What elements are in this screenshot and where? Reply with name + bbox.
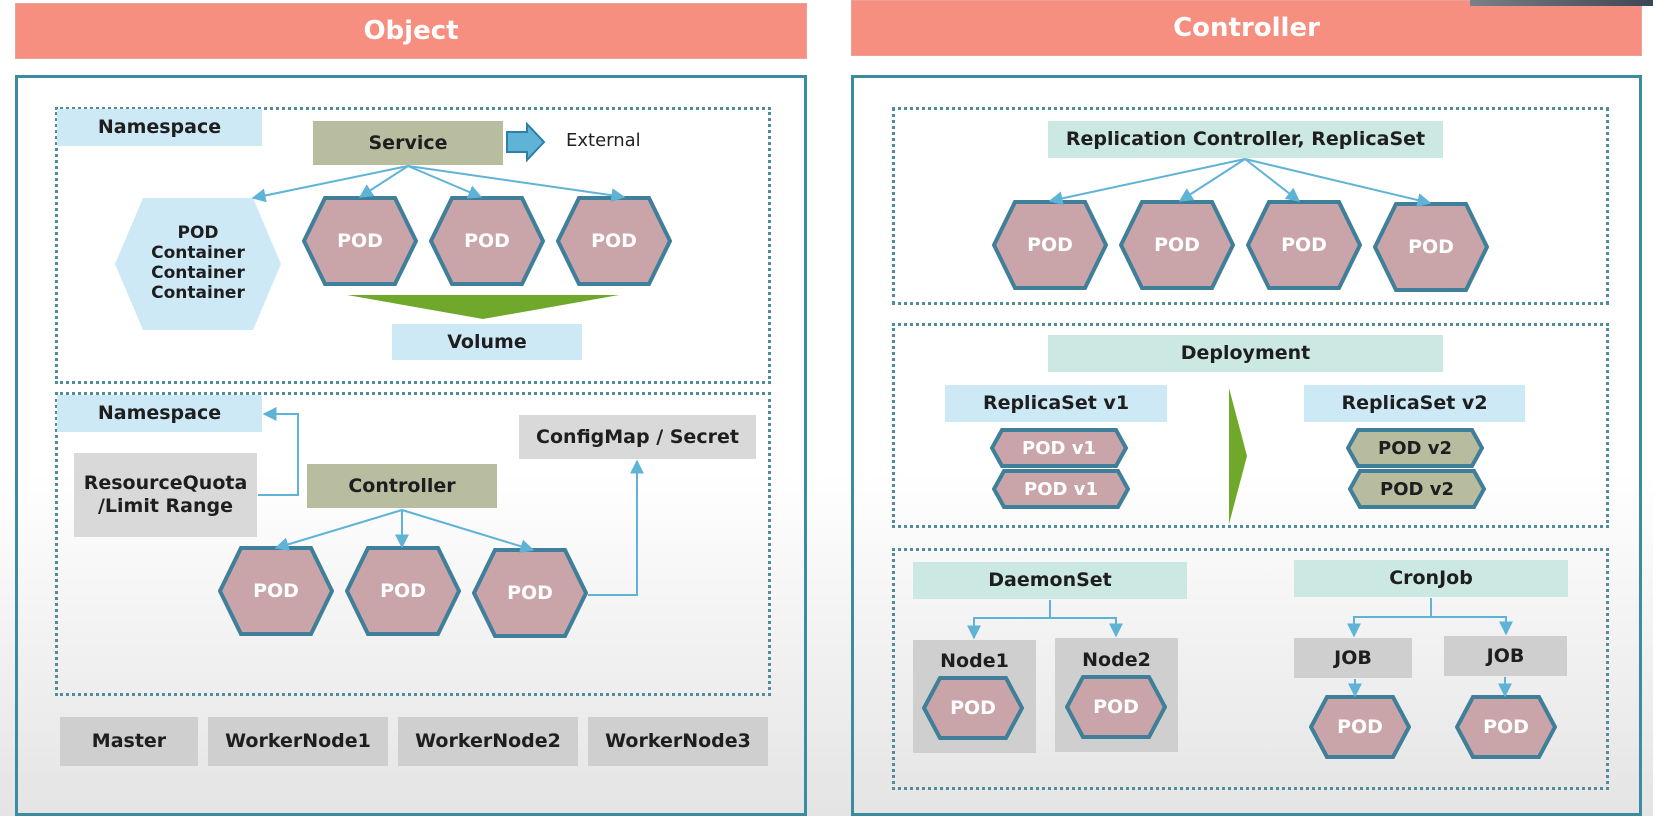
daemonset-label: DaemonSet [913,562,1187,599]
resource-quota-line: /Limit Range [97,495,234,517]
pod-hexagon: POD [555,196,673,286]
replicaset-v1-label: ReplicaSet v1 [945,385,1167,422]
pod-hexagon: POD [1245,200,1363,290]
pod-detail-line: Container [151,263,245,283]
pod-detail-line: Container [151,243,245,263]
node-box-worker2: WorkerNode2 [398,717,578,766]
node2-label: Node2 [1082,648,1151,671]
node-box-worker3: WorkerNode3 [588,717,768,766]
pod-hexagon: POD [1372,202,1490,292]
controller-panel [851,75,1642,816]
pod-v1-hexagon: POD v1 [989,428,1129,468]
object-header: Object [15,3,807,59]
object-panel [15,75,807,816]
namespace-box-1 [55,107,771,384]
replication-controller-label: Replication Controller, ReplicaSet [1048,121,1443,158]
pod-hexagon: POD [428,196,546,286]
pod-detail-text: POD Container Container Container [115,223,281,303]
external-arrow-icon [506,122,546,162]
external-label: External [566,130,641,151]
namespace-box-2 [55,392,771,696]
node1-label: Node1 [940,649,1009,672]
deployment-label: Deployment [1048,335,1443,372]
resource-quota-line: ResourceQuota [83,472,248,494]
pod-hexagon: POD [344,546,462,636]
job2-box: JOB [1444,636,1567,676]
namespace-label: Namespace [57,395,262,432]
pod-hexagon: POD [991,200,1109,290]
deployment-transition-arrow-icon [1229,388,1247,524]
cronjob-label: CronJob [1294,560,1568,597]
object-title: Object [363,16,459,46]
resource-quota-box: ResourceQuota /Limit Range [74,453,257,537]
job1-box: JOB [1294,638,1412,678]
pod-detail-hexagon [115,198,281,330]
daemonset-cronjob-box [892,548,1609,790]
pod-v2-hexagon: POD v2 [1347,469,1487,509]
node-box-master: Master [60,717,198,766]
pod-hexagon: POD [1118,200,1236,290]
controller-box: Controller [307,464,497,508]
replication-box [892,107,1609,305]
pod-hexagon: POD [1454,695,1558,759]
pod-hexagon: POD [921,676,1025,740]
node-box-worker1: WorkerNode1 [208,717,388,766]
controller-title: Controller [1173,13,1320,43]
video-thumbnail [1470,0,1653,6]
namespace-label: Namespace [57,109,262,146]
configmap-secret-box: ConfigMap / Secret [519,415,756,459]
volume-triangle-icon [347,295,619,319]
pod-detail-line: POD [177,223,219,243]
pod-hexagon: POD [217,546,335,636]
replicaset-v2-label: ReplicaSet v2 [1304,385,1525,422]
pod-detail-line: Container [151,283,245,303]
volume-box: Volume [392,324,582,360]
pod-hexagon: POD [1308,695,1412,759]
pod-hexagon: POD [1064,675,1168,739]
service-box: Service [313,121,503,165]
deployment-box [892,323,1609,528]
pod-v2-hexagon: POD v2 [1345,428,1485,468]
pod-hexagon: POD [301,196,419,286]
pod-v1-hexagon: POD v1 [991,469,1131,509]
pod-hexagon: POD [471,548,589,638]
controller-header: Controller [851,0,1642,56]
